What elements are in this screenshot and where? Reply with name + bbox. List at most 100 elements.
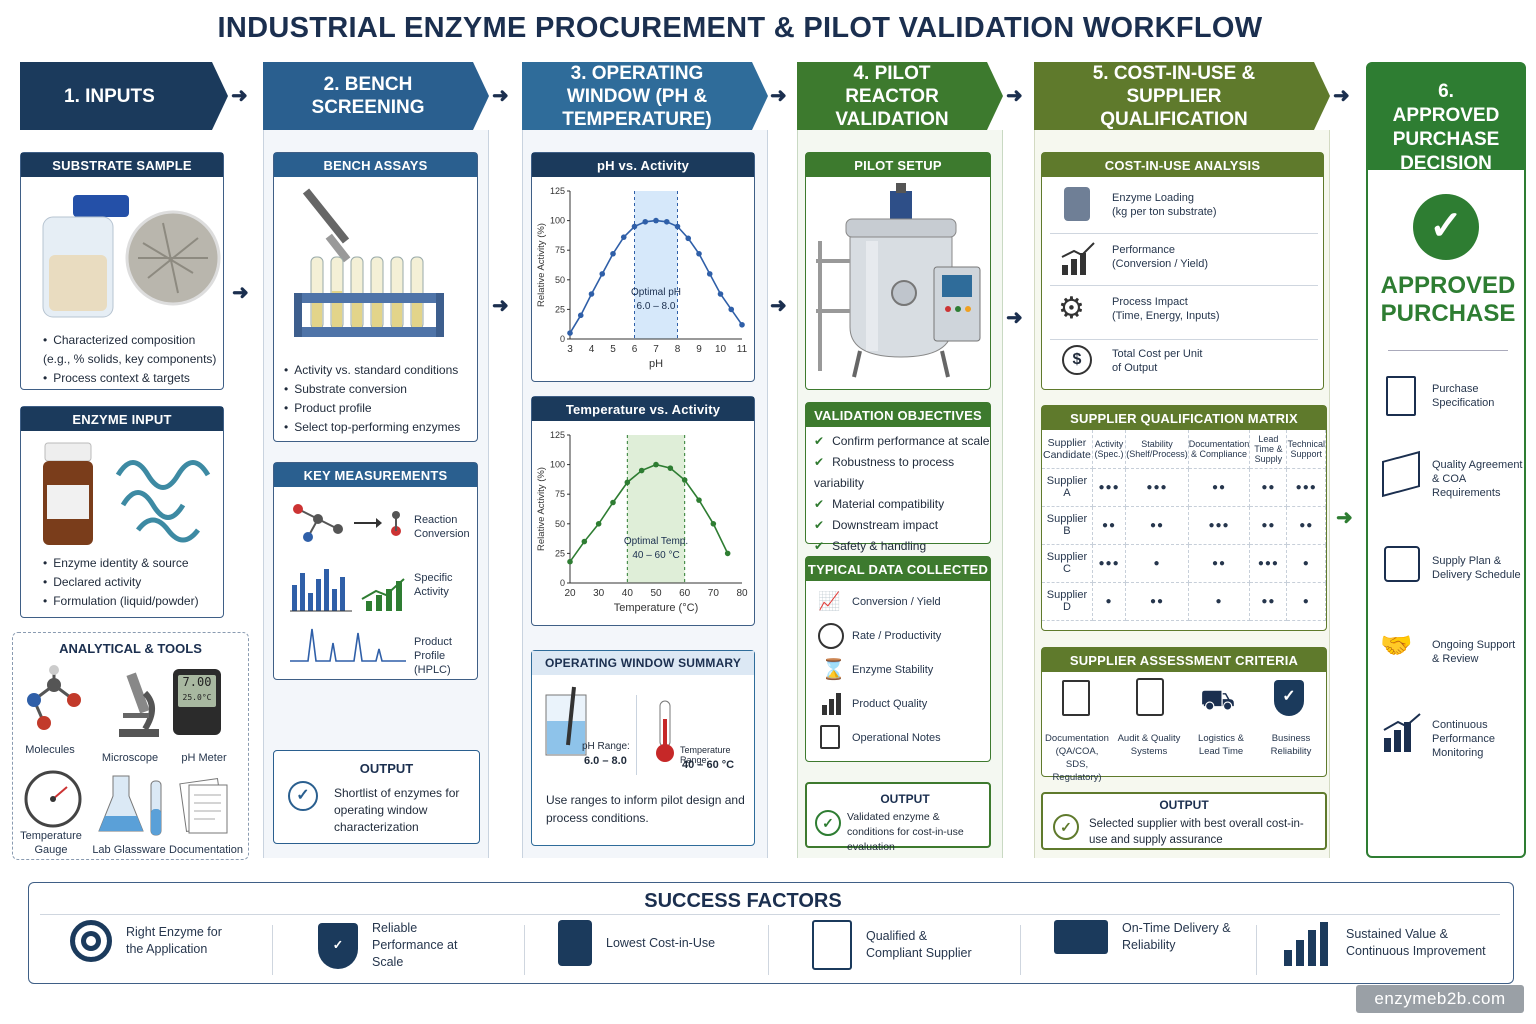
bar-chart-icon xyxy=(290,569,405,612)
shield-icon: ✓ xyxy=(1274,680,1304,716)
stage-1-header: 1. INPUTS xyxy=(20,62,228,130)
thermometer-icon xyxy=(656,700,674,762)
score-dots: ●● xyxy=(1249,506,1288,545)
success-label: Qualified & Compliant Supplier xyxy=(866,929,972,960)
data-point xyxy=(638,467,645,474)
data-item: Operational Notes xyxy=(852,732,941,744)
certificate-icon xyxy=(812,920,852,970)
pilot-setup-card: PILOT SETUP xyxy=(805,152,991,390)
arrow-icon: ➜ xyxy=(231,85,248,107)
tools-title: ANALYTICAL & TOOLS xyxy=(59,641,202,656)
data-item: Enzyme Stability xyxy=(852,664,934,676)
window-summary-title: OPERATING WINDOW SUMMARY xyxy=(532,651,754,675)
glassware-icon xyxy=(98,775,162,836)
y-tick-label: 100 xyxy=(550,216,565,226)
data-point xyxy=(681,477,688,483)
x-tick-label: 40 xyxy=(622,588,634,599)
data-point xyxy=(577,312,584,319)
key-measurements-card: KEY MEASUREMENTS Reaction Conversion Spe… xyxy=(273,462,478,680)
y-tick-label: 25 xyxy=(555,304,565,314)
list-item: Material compatibility xyxy=(814,494,990,515)
annotation: 40 – 60 °C xyxy=(632,550,679,561)
objectives-list: Confirm performance at scale Robustness … xyxy=(814,431,990,557)
tool-label: Lab Glassware xyxy=(92,844,166,856)
cost-item-sub: (kg per ton substrate) xyxy=(1112,206,1217,218)
score-dots: ●● xyxy=(1092,506,1127,545)
pilot-output-card: OUTPUT ✓ Validated enzyme & conditions f… xyxy=(805,782,991,853)
pilot-output-text: Validated enzyme & conditions for cost-i… xyxy=(847,811,964,853)
score-dots: ●●● xyxy=(1092,544,1127,583)
validation-objectives-card: VALIDATION OBJECTIVES Confirm performanc… xyxy=(805,402,991,553)
key-measurements-title: KEY MEASUREMENTS xyxy=(274,463,477,487)
assessment-criteria-title: SUPPLIER ASSESSMENT CRITERIA xyxy=(1042,648,1326,672)
score-dots: ●● xyxy=(1249,582,1288,621)
column-header: Activity (Spec.) xyxy=(1092,430,1127,469)
data-collected-card: TYPICAL DATA COLLECTED 📈 Conversion / Yi… xyxy=(805,556,991,762)
y-tick-label: 75 xyxy=(555,245,565,255)
decision-item: Quality Agreement & COA Requirements xyxy=(1432,459,1523,499)
x-tick-label: 20 xyxy=(564,588,576,599)
data-point xyxy=(620,234,627,240)
success-factors-title: SUCCESS FACTORS xyxy=(644,890,842,912)
column-header: Stability (Shelf/Process) xyxy=(1125,430,1189,469)
watermark: enzymeb2b.com xyxy=(1356,985,1524,1013)
stage-6-header: 6. APPROVED PURCHASE DECISION xyxy=(1368,64,1524,174)
cost-item-sub: (Conversion / Yield) xyxy=(1112,258,1208,270)
decision-item: Ongoing Support & Review xyxy=(1432,639,1516,665)
validation-objectives-title: VALIDATION OBJECTIVES xyxy=(806,403,990,427)
y-tick-label: 50 xyxy=(555,519,565,529)
data-point xyxy=(717,291,724,297)
success-label: Right Enzyme for the Application xyxy=(126,925,222,956)
cost-item-sub: (Time, Energy, Inputs) xyxy=(1112,310,1220,322)
x-tick-label: 7 xyxy=(653,344,659,355)
substrate-jar-icon xyxy=(42,195,221,318)
ph-range-label: pH Range: xyxy=(582,741,630,752)
score-dots: ●●● xyxy=(1249,544,1288,583)
x-tick-label: 5 xyxy=(610,344,616,355)
data-point xyxy=(642,218,649,225)
score-dots: ● xyxy=(1188,582,1251,621)
window-summary-note: Use ranges to inform pilot design and pr… xyxy=(546,793,745,825)
data-point xyxy=(595,521,602,527)
column-header: Documentation & Compliance xyxy=(1188,430,1251,469)
x-tick-label: 30 xyxy=(593,588,605,599)
arrow-icon: ➜ xyxy=(492,295,509,317)
optimal-band xyxy=(634,191,678,339)
supplier-name: Supplier C xyxy=(1042,544,1093,583)
cost-in-use-title: COST-IN-USE ANALYSIS xyxy=(1042,153,1323,177)
score-dots: ● xyxy=(1125,544,1189,583)
success-item: ✓Reliable Performance at Scale xyxy=(318,920,492,971)
check-circle-icon: ✓ xyxy=(288,781,318,811)
tool-label: Temperature Gauge xyxy=(20,830,82,856)
cost-item-name: Performance xyxy=(1112,244,1175,256)
table-row: Supplier D●●●●●●● xyxy=(1042,582,1326,621)
y-axis-label: Relative Activity (%) xyxy=(536,223,547,307)
score-dots: ●● xyxy=(1188,544,1251,583)
supplier-matrix-card: SUPPLIER QUALIFICATION MATRIX Supplier C… xyxy=(1041,405,1327,631)
x-tick-label: 70 xyxy=(708,588,720,599)
stage-4-header: 4. PILOT REACTOR VALIDATION xyxy=(797,62,1003,130)
speedometer-icon xyxy=(818,623,844,649)
bench-bullets: Activity vs. standard conditions Substra… xyxy=(284,361,474,437)
arrow-icon: ➜ xyxy=(770,85,787,107)
x-tick-label: 4 xyxy=(589,344,595,355)
y-tick-label: 50 xyxy=(555,275,565,285)
supplier-name: Supplier D xyxy=(1042,582,1093,621)
supplier-name: Supplier A xyxy=(1042,468,1093,507)
pilot-output-title: OUTPUT xyxy=(880,792,930,806)
y-tick-label: 25 xyxy=(555,548,565,558)
score-dots: ●● xyxy=(1125,506,1189,545)
beaker-icon xyxy=(545,686,587,756)
y-tick-label: 0 xyxy=(560,578,565,588)
data-point xyxy=(631,223,638,230)
arrow-icon: ➜ xyxy=(492,85,509,107)
cost-item-name: Total Cost per Unit xyxy=(1112,348,1203,360)
meter-temp: 25.0°C xyxy=(182,693,212,702)
score-dots: ● xyxy=(1286,544,1326,583)
molecule-icon xyxy=(27,665,81,730)
data-point xyxy=(696,497,702,503)
score-dots: ● xyxy=(1092,582,1127,621)
data-collected-title: TYPICAL DATA COLLECTED xyxy=(806,557,990,581)
score-dots: ●●● xyxy=(1188,506,1251,545)
data-item: Rate / Productivity xyxy=(852,630,942,642)
